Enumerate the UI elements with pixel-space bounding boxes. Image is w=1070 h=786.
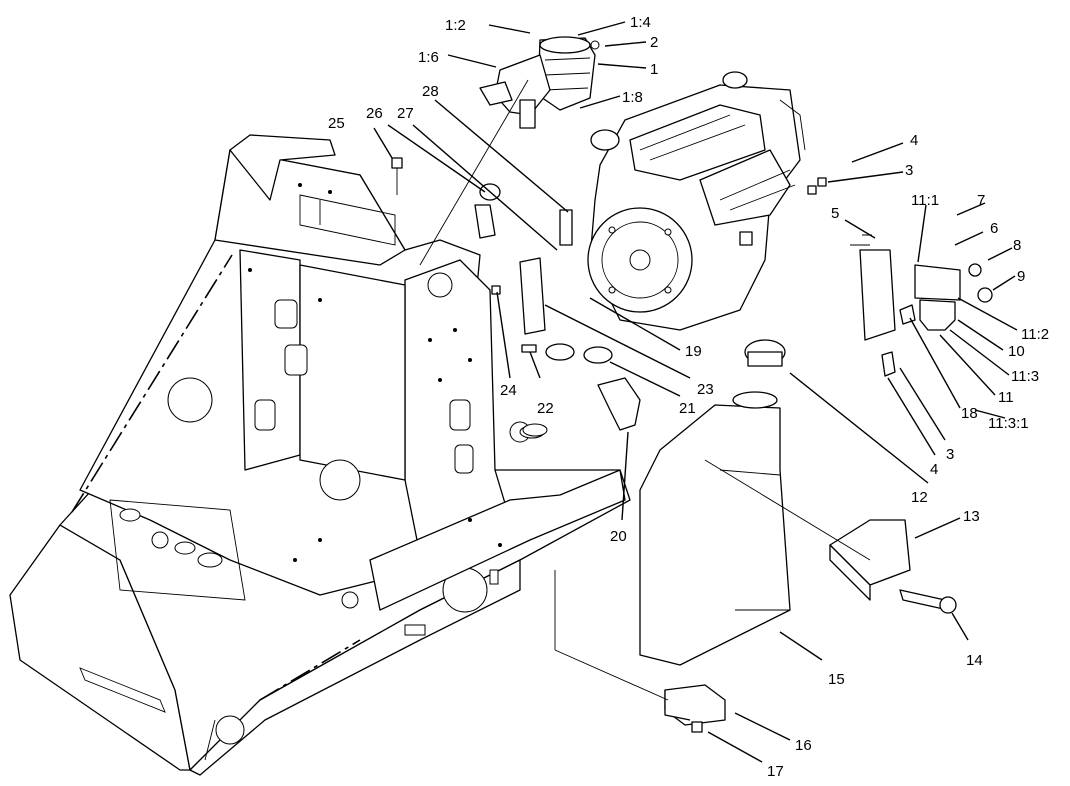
- callout-1: 1: [650, 61, 658, 78]
- callout-3-top: 3: [905, 162, 913, 179]
- callout-13: 13: [963, 508, 980, 525]
- callout-23: 23: [697, 381, 714, 398]
- callout-9: 9: [1017, 268, 1025, 285]
- callout-14: 14: [966, 652, 983, 669]
- callout-7: 7: [977, 192, 985, 209]
- callout-1-8: 1:8: [622, 89, 643, 106]
- callout-20: 20: [610, 528, 627, 545]
- fuel-hose-and-clamps: [474, 183, 641, 437]
- callout-22: 22: [537, 400, 554, 417]
- callout-19: 19: [685, 343, 702, 360]
- callout-24: 24: [500, 382, 517, 399]
- callout-11: 11: [998, 389, 1014, 406]
- callout-28: 28: [422, 83, 439, 100]
- callout-4-top: 4: [910, 132, 918, 149]
- callout-8: 8: [1013, 237, 1021, 254]
- callout-3-bottom: 3: [946, 446, 954, 463]
- callout-1-4: 1:4: [630, 14, 651, 31]
- callout-1-2: 1:2: [445, 17, 466, 34]
- callout-2: 2: [650, 34, 658, 51]
- callout-labels: 1:2 1:4 2 1:6 1 1:8 28 26 27 25 4 3 11:1…: [328, 14, 1049, 780]
- leader-lines: [373, 21, 1018, 763]
- callout-10: 10: [1008, 343, 1025, 360]
- callout-11-3-1: 11:3:1: [988, 415, 1029, 432]
- callout-15: 15: [828, 671, 845, 688]
- callout-1-6: 1:6: [418, 49, 439, 66]
- fasteners: [391, 157, 827, 353]
- callout-16: 16: [795, 737, 812, 754]
- callout-11-2: 11:2: [1021, 326, 1049, 343]
- tank-mounting-bracket: [664, 684, 726, 733]
- callout-17: 17: [767, 763, 784, 780]
- engine: [587, 71, 806, 331]
- callout-18: 18: [961, 405, 978, 422]
- callout-11-3: 11:3: [1011, 368, 1039, 385]
- callout-25: 25: [328, 115, 345, 132]
- callout-11-1: 11:1: [911, 192, 939, 209]
- callout-12: 12: [911, 489, 928, 506]
- callout-27: 27: [397, 105, 414, 122]
- callout-5: 5: [831, 205, 839, 222]
- callout-4-bottom: 4: [930, 461, 938, 478]
- air-cleaner: [479, 36, 600, 129]
- callout-21: 21: [679, 400, 696, 417]
- main-frame: [9, 134, 631, 776]
- callout-6: 6: [990, 220, 998, 237]
- callout-26: 26: [366, 105, 383, 122]
- heat-shield-bracket: [829, 519, 957, 614]
- fuel-tank: [639, 339, 791, 666]
